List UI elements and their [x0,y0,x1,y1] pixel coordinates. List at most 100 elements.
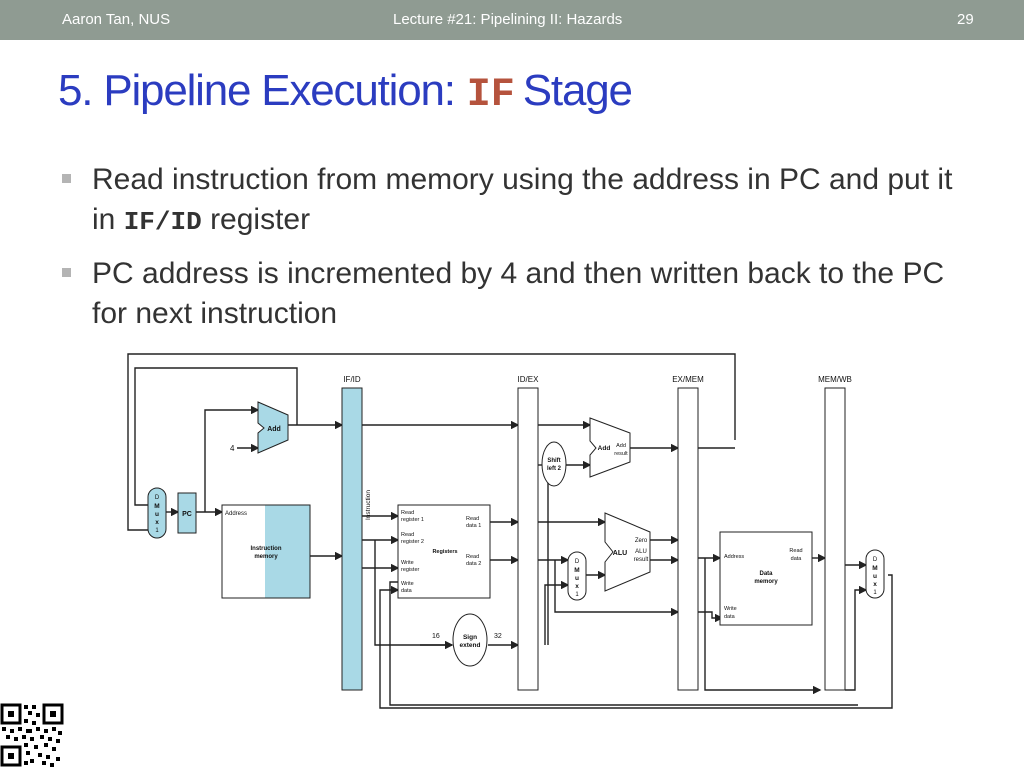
address-label: Address [225,511,247,517]
mux-label: 1 [575,592,579,598]
mux-label: x [155,519,159,526]
register-file-label: Read [401,510,414,516]
wire [704,558,822,695]
wire-writeback [379,574,893,709]
sign-extend [452,613,488,667]
wire [698,611,724,623]
alu-result-label: ALU [635,549,647,555]
title-code: IF [466,73,515,118]
register-file-label: Write [401,560,414,566]
lecture-title: Lecture #21: Pipelining II: Hazards [393,11,623,28]
data-memory-label: Address [724,554,744,560]
wire [554,560,680,617]
alu [604,512,651,592]
mux-label: u [873,573,877,580]
title-prefix: 5. Pipeline Execution: [58,66,456,115]
mux-label: 1 [155,528,159,534]
pc-register [177,492,197,534]
shift-left-2 [541,441,567,487]
sign-extend-label: Sign [463,634,477,641]
wire-branch-feedback [127,353,736,531]
wire [845,585,868,691]
add-label: Add [267,426,281,433]
alu-result-label: result [634,557,649,563]
pipeline-register-label: EX/MEM [672,375,704,384]
register-file-label: Write [401,581,414,587]
add-result-label: result [614,451,628,457]
mux-label: x [873,581,877,588]
constant-four-label: 4 [230,444,235,453]
qr-code-icon [0,703,64,767]
wire-pc-plus-4 [134,367,298,506]
bit-width-label: 32 [494,633,502,640]
slide-header: Aaron Tan, NUS Lecture #21: Pipelining I… [0,0,1024,40]
data-memory [719,531,813,626]
mux-label: u [155,511,159,518]
register-file-label: data 1 [466,523,481,529]
ex-mem-register [677,387,699,691]
mux-label: D [155,495,160,501]
bullet-item: PC address is incremented by 4 and then … [62,254,972,334]
bullet-square-icon [62,174,71,183]
branch-adder [589,417,631,478]
alu-label: ALU [613,550,627,557]
data-memory-label: Write [724,606,737,612]
instruction-memory-border [221,504,311,599]
shift-label: left 2 [547,466,562,472]
register-file-label: register 2 [401,539,424,545]
author-label: Aaron Tan, NUS [62,11,171,28]
register-file-label: Read [466,554,479,560]
instruction-memory-label: memory [254,554,278,560]
pipeline-datapath-diagram: IF/ID ID/EX EX/MEM MEM/WB Instruction Ad… [127,353,893,709]
title-suffix: Stage [522,66,633,115]
bullet-code: IF/ID [123,207,202,237]
mux-label: M [154,503,159,510]
writeback-mux [865,549,885,599]
bullet-list: Read instruction from memory using the a… [62,160,972,346]
mux-label: M [574,567,579,574]
bullet-text: PC address is incremented by 4 and then … [92,257,945,330]
data-memory-label: memory [754,579,778,585]
mux-label: u [575,575,579,582]
bit-width-label: 16 [432,633,440,640]
pipeline-register-label: MEM/WB [818,375,852,384]
wire [389,581,858,706]
id-ex-register [517,387,539,691]
instruction-label: Instruction [365,490,372,520]
alu-mux [567,551,587,601]
mem-wb-register [824,387,846,691]
register-file-label: Read [466,516,479,522]
instruction-memory-label: Instruction [251,546,282,552]
shift-label: Shift [547,458,560,464]
data-memory-label: Read [789,548,802,554]
mux-label: D [873,557,878,563]
wire [204,405,260,512]
register-file-label: data [401,588,413,594]
register-file [397,504,491,599]
pc-mux [147,487,167,539]
register-file-label: register [401,567,420,573]
bullet-item: Read instruction from memory using the a… [62,160,972,242]
add-result-label: Add [616,443,626,449]
bullet-text: Read instruction from memory using the a… [92,163,953,236]
pc-label: PC [182,511,192,518]
data-memory-label: data [724,614,736,620]
pipeline-register-label: ID/EX [518,375,540,384]
mux-label: 1 [873,590,877,596]
register-file-label: Read [401,532,414,538]
pipeline-register-label: IF/ID [343,375,361,384]
wire [544,580,570,645]
data-memory-label: data [791,556,803,562]
if-id-register [341,387,363,691]
zero-label: Zero [635,538,648,544]
data-memory-label: Data [759,571,773,577]
bullet-text: register [210,203,311,236]
pc-adder [257,401,289,454]
bullet-square-icon [62,268,71,277]
instruction-memory-highlight [265,505,310,598]
registers-label: Registers [432,549,457,555]
mux-label: M [872,565,877,572]
mux-label: D [575,559,580,565]
register-file-label: register 1 [401,517,424,523]
